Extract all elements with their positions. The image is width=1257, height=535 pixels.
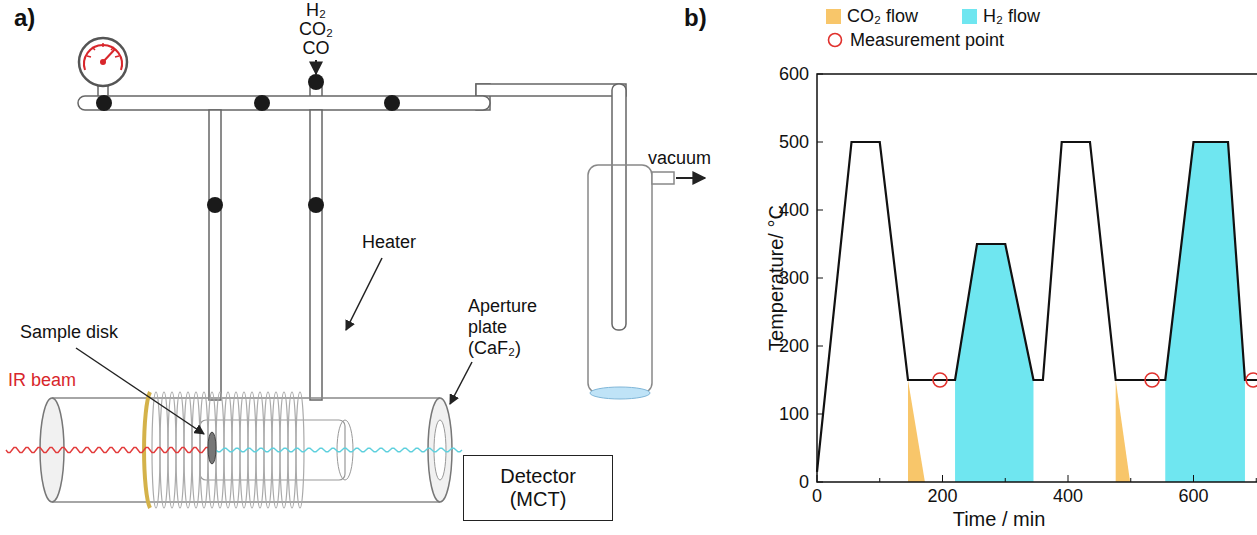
measurement-point (1145, 373, 1159, 387)
gas-manifold (476, 84, 626, 96)
axis-tick (1068, 475, 1069, 482)
ir-beam (6, 447, 208, 452)
axis-tick (942, 475, 943, 482)
valve (207, 197, 223, 213)
measurement-point (933, 373, 947, 387)
tick-label: 400 (1053, 486, 1083, 507)
vacuum-label: vacuum (648, 148, 711, 169)
axis-tick (1256, 478, 1257, 482)
axis-tick (1005, 478, 1006, 482)
tick-label: 0 (812, 486, 822, 507)
legend-marker (826, 31, 844, 49)
cold-trap (676, 177, 705, 179)
valve (308, 197, 324, 213)
h2-flow-band (955, 244, 1033, 482)
measurement-point (1246, 373, 1257, 387)
heater-coil (208, 392, 216, 508)
gas-inlet-arrow (315, 60, 317, 74)
gas-name: CO₂ (299, 19, 333, 40)
tick-label: 600 (1178, 486, 1208, 507)
leader-line (450, 362, 472, 404)
cold-trap (588, 165, 705, 399)
beam-label: IR beam (8, 370, 76, 391)
axis-tick (817, 210, 823, 211)
pressure-gauge (79, 38, 127, 86)
legend-swatch (962, 9, 977, 24)
ir-beam (216, 448, 462, 451)
legend-entry: Measurement point (826, 30, 1004, 50)
axis-tick (817, 475, 818, 482)
pressure-gauge (84, 45, 122, 70)
part-name: Heater (362, 232, 416, 253)
gas-name: H₂ (306, 0, 326, 21)
leader-line (76, 258, 472, 434)
cold-trap (588, 165, 652, 393)
h2-flow-band (1165, 142, 1245, 482)
leader-line (76, 348, 204, 434)
pressure-gauge (100, 59, 106, 65)
pressure-gauge (79, 38, 127, 98)
co2-flow-band (1116, 380, 1130, 482)
tick-label: 100 (779, 404, 809, 425)
valve (96, 74, 400, 213)
gas-manifold (78, 96, 490, 110)
co2-flow-band (908, 380, 925, 482)
ir-cell (6, 392, 462, 508)
gas-name: CO (303, 38, 330, 59)
gas-manifold (612, 84, 626, 330)
tick-label: 400 (779, 200, 809, 221)
legend-text: H₂ flow (983, 6, 1040, 26)
legend-marker (829, 34, 842, 47)
valve (96, 95, 112, 111)
axis-title: Time / min (953, 508, 1046, 531)
legend-entry: H₂ flow (962, 6, 1040, 26)
valve (308, 74, 324, 90)
axis-tick (1130, 478, 1131, 482)
detector-box: Detector (MCT) (463, 455, 613, 521)
legend-entry: CO₂ flow (826, 6, 918, 26)
tick-label: 0 (799, 472, 809, 493)
valve (254, 95, 270, 111)
cold-trap (590, 387, 650, 399)
tick-label: 300 (779, 268, 809, 289)
part-name: Sample disk (20, 322, 118, 343)
gas-manifold (78, 80, 626, 400)
axis-tick (817, 142, 823, 143)
sample-disk (208, 432, 216, 464)
valve (384, 95, 400, 111)
gas-manifold (310, 110, 322, 400)
panel-letter: b) (684, 4, 707, 31)
temperature-profile (817, 142, 1257, 472)
tick-label: 500 (779, 132, 809, 153)
panel-letter: a) (14, 4, 35, 31)
leader-line (346, 258, 382, 330)
tick-label: 600 (779, 64, 809, 85)
box-label: Detector (MCT) (478, 465, 598, 511)
axis-tick (879, 478, 880, 482)
axis-tick (817, 346, 823, 347)
temperature-chart (817, 74, 1257, 482)
part-name: Aperture plate (CaF₂) (468, 296, 548, 359)
legend-text: Measurement point (850, 30, 1004, 50)
axis-tick (817, 278, 823, 279)
gas-manifold (209, 110, 221, 400)
axis-tick (817, 482, 823, 483)
plot-frame (817, 74, 1257, 482)
axis-tick (1193, 475, 1194, 482)
legend-swatch (826, 9, 841, 24)
legend-text: CO₂ flow (847, 6, 918, 26)
axis-tick (817, 74, 823, 75)
tick-label: 200 (779, 336, 809, 357)
ir-cell (337, 420, 353, 480)
apparatus (6, 38, 705, 508)
cold-trap (652, 172, 674, 184)
tick-label: 200 (927, 486, 957, 507)
axis-tick (817, 414, 823, 415)
